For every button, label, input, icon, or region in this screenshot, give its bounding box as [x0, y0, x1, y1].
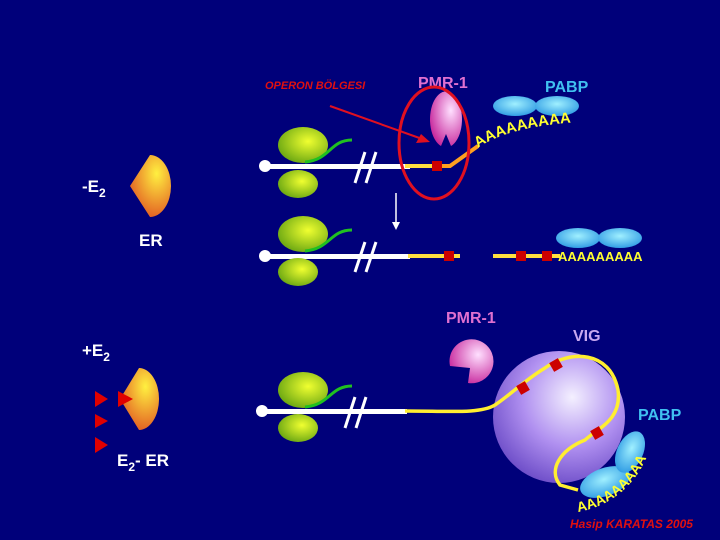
nascent-peptide-icon	[304, 384, 353, 409]
estrogen-icon	[95, 437, 108, 453]
polya-tail-label: AAAAAAAAA	[558, 249, 643, 264]
arrowhead-icon	[392, 222, 400, 230]
estrogen-bound-icon	[118, 391, 133, 407]
nascent-peptide-icon	[304, 138, 353, 164]
mrna-top	[259, 127, 480, 198]
polya-tail-label: AAAAAAAAA	[471, 110, 572, 152]
pointer-arrow	[329, 105, 426, 141]
ribosome-large-icon	[278, 372, 328, 408]
plus-e2-label: +E2	[82, 341, 110, 364]
pabp-label: PABP	[545, 79, 589, 96]
e2-er-label: E2- ER	[117, 451, 169, 474]
pabp-icon	[598, 228, 642, 248]
estrogen-receptor-icon	[130, 155, 171, 217]
pabp-icon	[535, 96, 579, 116]
ribosome-small-icon	[278, 258, 318, 286]
operon-highlight-circle	[397, 85, 471, 201]
mrna-cleaved: AAAAAAAAA	[259, 216, 643, 286]
pabp-icon	[493, 96, 537, 116]
cleavage-site-icon	[542, 251, 552, 261]
cleavage-site-icon	[516, 251, 526, 261]
ribosome-large-icon	[278, 127, 328, 163]
cleavage-site-icon	[432, 161, 442, 171]
author-credit: Hasip KARATAS 2005	[570, 517, 693, 531]
pabp-icon	[614, 431, 646, 473]
ribosome-large-icon	[278, 216, 328, 252]
pabp-label: PABP	[638, 407, 682, 424]
pabp-icon	[556, 228, 600, 248]
cleavage-site-icon	[590, 426, 604, 440]
cleavage-site-icon	[549, 358, 563, 372]
estrogen-icon	[95, 391, 108, 407]
vig-label: VIG	[573, 328, 601, 345]
ribosome-small-icon	[278, 170, 318, 198]
arrowhead-icon	[416, 134, 430, 143]
minus-e2-label: -E2	[82, 177, 106, 200]
cleavage-site-icon	[516, 381, 530, 395]
pmr1-icon	[430, 91, 462, 146]
pabp-icon	[580, 466, 630, 498]
mrna-vig-bound: AAAAAAAAA	[256, 354, 649, 515]
pmr1-label: PMR-1	[446, 310, 496, 327]
cleavage-site-icon	[444, 251, 454, 261]
pmr1-icon	[449, 339, 494, 384]
ribosome-small-icon	[278, 414, 318, 442]
nascent-peptide-icon	[304, 228, 353, 253]
operon-region-label: OPERON BÖLGESI	[265, 79, 366, 92]
er-label: ER	[139, 231, 163, 250]
estrogen-icon	[95, 414, 108, 428]
estrogen-receptor-bound-icon	[120, 367, 160, 430]
